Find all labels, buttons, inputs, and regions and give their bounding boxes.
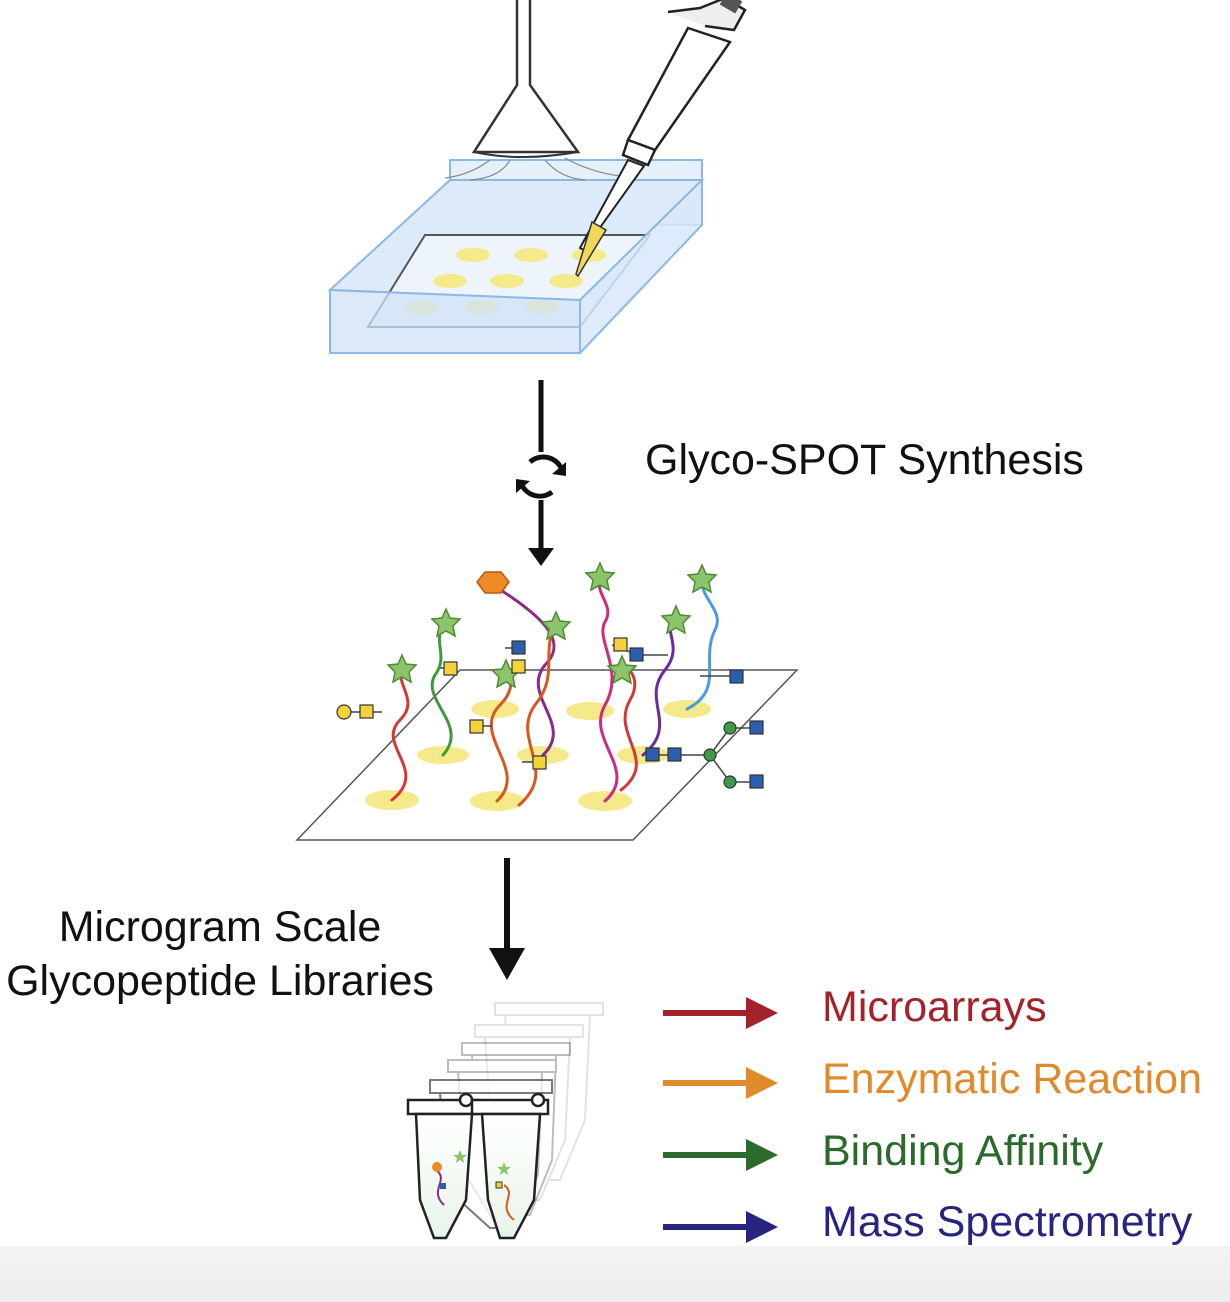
library-output-label: Microgram Scale Glycopeptide Libraries (0, 900, 440, 1008)
library-arrow (489, 858, 525, 980)
application-arrows (663, 997, 778, 1243)
arrow-microarrays (663, 997, 778, 1029)
glycopeptide-array-icon (295, 561, 799, 841)
cycle-icon (516, 454, 566, 499)
funnel-icon (444, 0, 621, 181)
arrow-mass-spectrometry (663, 1211, 778, 1243)
library-label-line2: Glycopeptide Libraries (6, 957, 434, 1005)
microtube-icon (406, 1002, 604, 1240)
pipette-icon (575, 0, 747, 278)
arrow-enzymatic-reaction (663, 1067, 778, 1099)
library-label-line1: Microgram Scale (58, 903, 382, 951)
synthesis-arrow (528, 380, 554, 566)
application-label-binding-affinity: Binding Affinity (822, 1127, 1104, 1175)
application-label-microarrays: Microarrays (822, 983, 1047, 1031)
application-label-mass-spectrometry: Mass Spectrometry (822, 1198, 1193, 1246)
reaction-tray-icon (327, 159, 705, 356)
glycan-star-icons (386, 561, 718, 689)
arrow-binding-affinity (663, 1139, 778, 1171)
synthesis-step-label: Glyco-SPOT Synthesis (645, 436, 1084, 484)
application-label-enzymatic-reaction: Enzymatic Reaction (822, 1055, 1202, 1103)
glycan-hexagon-icon (476, 571, 510, 594)
bottom-bar (0, 1246, 1230, 1302)
